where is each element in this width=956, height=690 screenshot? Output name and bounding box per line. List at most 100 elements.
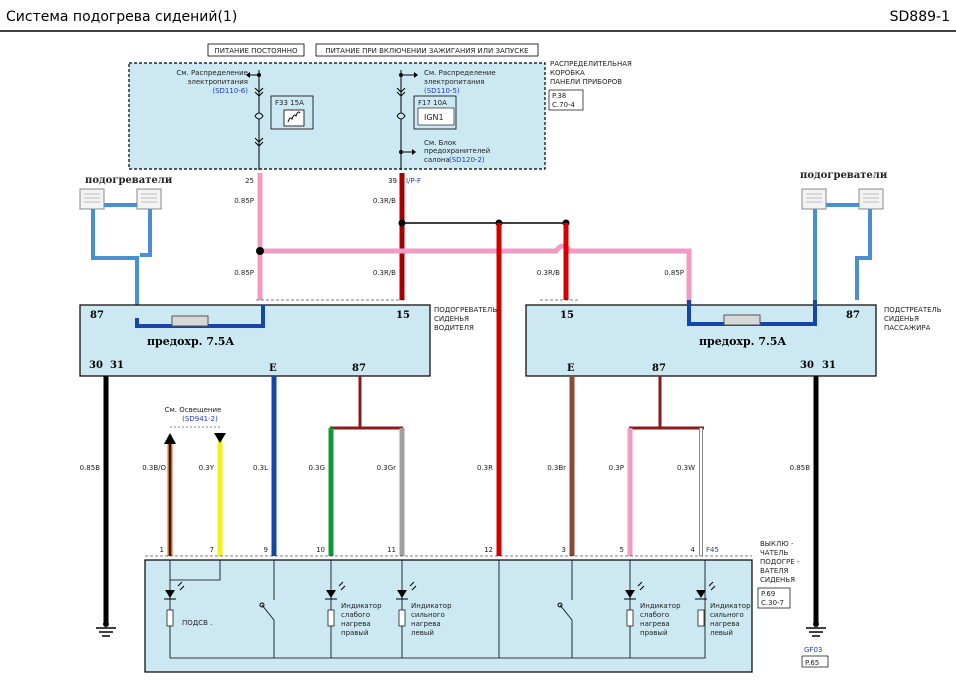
ind-weak-right2-2: слабого — [640, 611, 669, 619]
switch-pin-5: 5 — [620, 546, 624, 554]
passenger-heater-module — [525, 304, 877, 377]
passenger-pin-31: 31 — [822, 360, 836, 371]
ind-strong-left-2: сильного — [411, 611, 445, 619]
passenger-fuse-symbol — [723, 314, 761, 326]
fuse-f33-symbol — [254, 112, 264, 120]
pin-39: 39 — [388, 177, 397, 185]
switch-ref-box — [757, 587, 791, 609]
passenger-pin-15: 15 — [560, 310, 574, 321]
label-red-top: 0.3R/B — [373, 197, 396, 205]
heater-pad-left-1 — [79, 188, 105, 210]
left-see-2: электропитания — [188, 78, 248, 86]
switch-ref-1: P.69 — [761, 590, 775, 598]
wire-passenger-87-split — [629, 376, 704, 430]
right-connector-chevrons — [396, 87, 406, 97]
ground-left-icon — [96, 621, 116, 637]
heater-pads-right-lines — [806, 193, 879, 203]
page-title: Система подогрева сидений(1) — [6, 9, 237, 25]
passenger-module-name-2: СИДЕНЬЯ — [884, 315, 919, 323]
driver-module-name-2: СИДЕНЬЯ — [434, 315, 469, 323]
switch-pin-11: 11 — [387, 546, 396, 554]
ignition-power-label: ПИТАНИЕ ПРИ ВКЛЮЧЕНИИ ЗАЖИГАНИЯ ИЛИ ЗАПУ… — [325, 47, 528, 55]
switch-pin-7: 7 — [210, 546, 214, 554]
passenger-pin-87-top: 87 — [846, 310, 860, 321]
wire-heater-right — [813, 203, 872, 300]
seat-heater-switch-panel — [144, 559, 753, 673]
driver-fuse-symbol — [171, 315, 209, 327]
wire-driver-87-split — [330, 376, 403, 430]
switch-name-3: ПОДОГРЕ - — [760, 558, 800, 566]
ind-strong-left2-2: сильного — [710, 611, 744, 619]
fuse-box-ref-1: P.38 — [552, 92, 566, 100]
right-feed-arrowhead — [414, 72, 418, 78]
heater-pad-left-2 — [136, 188, 162, 210]
driver-module-name-1: ПОДОГРЕВАТЕЛЬ — [434, 306, 497, 314]
left-connector-chevrons — [254, 87, 264, 147]
ind-weak-right-1: Индикатор — [341, 602, 382, 610]
switch-name-5: СИДЕНЬЯ — [760, 576, 795, 584]
driver-pin-87-top: 87 — [90, 310, 104, 321]
driver-fuse-label: предохр. 7.5A — [147, 335, 234, 348]
led-weak-passenger-icon — [624, 581, 645, 627]
switch-pin-4: 4 — [691, 546, 696, 554]
label-pink-top: 0.85P — [234, 197, 254, 205]
ind-strong-left-1: Индикатор — [411, 602, 452, 610]
passenger-pin-30: 30 — [800, 360, 814, 371]
heater-pad-right-2 — [858, 188, 884, 210]
label-gray: 0.3Gr — [377, 464, 397, 472]
heater-pads-left-lines — [84, 193, 157, 203]
driver-pin-31: 31 — [110, 360, 124, 371]
label-pink-mid: 0.85P — [234, 269, 254, 277]
led-strong-driver-icon — [396, 581, 417, 627]
fuse-box-name-2: КОРОБКА — [550, 69, 585, 77]
ind-weak-right-3: нагрева — [341, 620, 371, 628]
constant-power-box — [207, 43, 305, 57]
heaters-right-label: подогреватели — [800, 170, 888, 181]
right-see-ref: (SD110-5) — [424, 87, 460, 95]
label-green: 0.3G — [308, 464, 325, 472]
fuse-box-ref-2: C.70-4 — [552, 101, 576, 109]
switch-contact-left — [259, 602, 265, 608]
label-yellow: 0.3Y — [199, 464, 215, 472]
ind-weak-right2-1: Индикатор — [640, 602, 681, 610]
switch-pin-10: 10 — [316, 546, 325, 554]
block-see-1: См. Блок — [424, 139, 456, 147]
pin-25: 25 — [245, 177, 254, 185]
fuse-box-ref-box — [548, 89, 584, 111]
label-red-center: 0.3R — [477, 464, 493, 472]
ind-weak-right-4: правый — [341, 629, 369, 637]
ind-weak-right-2: слабого — [341, 611, 370, 619]
switch-pin-9: 9 — [264, 546, 268, 554]
passenger-module-name-1: ПОДСТРЕАТЕЛЬ — [884, 306, 942, 314]
ind-weak-right2-4: правый — [640, 629, 668, 637]
node-red-split-1 — [398, 219, 406, 227]
ind-strong-left2-3: нагрева — [710, 620, 740, 628]
backlight-label: ПОДСВ . — [182, 619, 212, 627]
driver-module-name-3: ВОДИТЕЛЯ — [434, 324, 474, 332]
heaters-left-label: подогреватели — [85, 175, 173, 186]
ind-strong-left2-4: левый — [710, 629, 733, 637]
lighting-arrow-up — [164, 433, 176, 444]
fuse-f17-symbol — [396, 112, 406, 120]
driver-pin-87-bot: 87 — [352, 363, 366, 374]
left-see-ref: (SD110-6) — [212, 87, 248, 95]
switch-pin-1: 1 — [160, 546, 164, 554]
fuse-f17-label: F17 10A — [418, 99, 447, 107]
ind-strong-left-4: левый — [411, 629, 434, 637]
wire-heater-left — [91, 203, 139, 318]
passenger-fuse-label: предохр. 7.5A — [699, 335, 786, 348]
lighting-ref: (SD941-2) — [182, 415, 218, 423]
seat-heater-icon-lines — [287, 111, 301, 123]
ign-box — [417, 107, 455, 126]
seat-heater-icon — [283, 109, 305, 127]
label-pink-right: 0.85P — [664, 269, 684, 277]
label-white: 0.3W — [677, 464, 695, 472]
label-red-mid: 0.3R/B — [373, 269, 396, 277]
wire-heater-left-2 — [140, 209, 152, 257]
fuse-box — [128, 62, 546, 170]
led-weak-driver-icon — [325, 581, 346, 627]
ind-strong-left-3: нагрева — [411, 620, 441, 628]
passenger-module-name-3: ПАССАЖИРА — [884, 324, 931, 332]
page-code: SD889-1 — [890, 9, 950, 25]
driver-pin-e: E — [269, 363, 277, 374]
